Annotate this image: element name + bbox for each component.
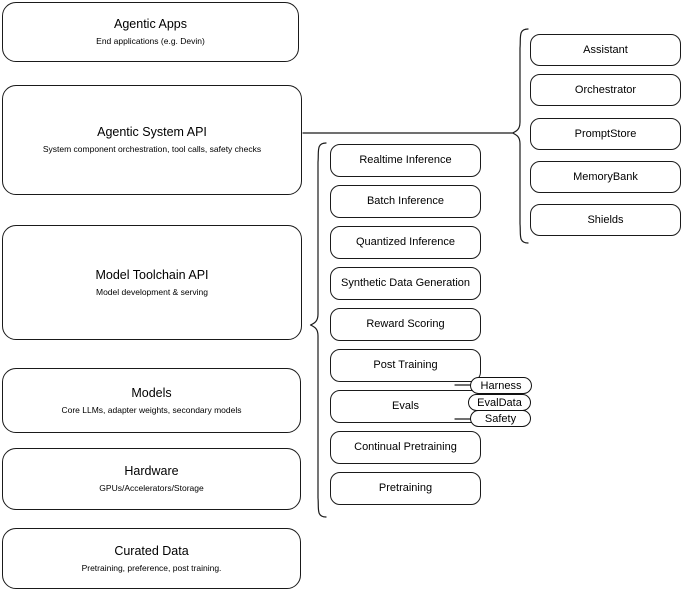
system-component-label: Orchestrator	[574, 83, 637, 96]
capability-pretraining[interactable]: Pretraining	[330, 472, 481, 505]
layer-title: Curated Data	[114, 543, 189, 558]
capability-realtime-inference[interactable]: Realtime Inference	[330, 144, 481, 177]
capability-label: Synthetic Data Generation	[340, 277, 471, 289]
eval-pill-label: EvalData	[477, 396, 522, 409]
stack-layer-models[interactable]: Models Core LLMs, adapter weights, secon…	[2, 368, 301, 433]
capability-label: Pretraining	[378, 482, 433, 494]
system-component-orchestrator[interactable]: Orchestrator	[530, 74, 681, 106]
layer-subtitle: Pretraining, preference, post training.	[81, 562, 222, 573]
capability-synthetic-data-generation[interactable]: Synthetic Data Generation	[330, 267, 481, 300]
eval-pill-safety[interactable]: Safety	[470, 410, 531, 427]
layer-title: Hardware	[124, 464, 179, 478]
capability-label: Evals	[392, 400, 419, 412]
stack-layer-agentic-apps[interactable]: Agentic Apps End applications (e.g. Devi…	[2, 2, 299, 62]
layer-title: Agentic Apps	[114, 17, 187, 31]
layer-title: Models	[131, 385, 172, 400]
right-brace	[511, 28, 529, 244]
stack-layer-curated-data[interactable]: Curated Data Pretraining, preference, po…	[2, 528, 301, 589]
capability-quantized-inference[interactable]: Quantized Inference	[330, 226, 481, 259]
system-component-assistant[interactable]: Assistant	[530, 34, 681, 66]
system-component-label: Shields	[587, 213, 624, 226]
capability-post-training[interactable]: Post Training	[330, 349, 481, 382]
layer-subtitle: Model development & serving	[96, 286, 208, 297]
system-component-memorybank[interactable]: MemoryBank	[530, 161, 681, 193]
capability-reward-scoring[interactable]: Reward Scoring	[330, 308, 481, 341]
layer-title: Agentic System API	[97, 125, 207, 139]
capability-label: Reward Scoring	[366, 318, 445, 330]
stack-layer-hardware[interactable]: Hardware GPUs/Accelerators/Storage	[2, 448, 301, 510]
eval-pill-label: Harness	[480, 379, 522, 392]
stack-layer-agentic-system-api[interactable]: Agentic System API System component orch…	[2, 85, 302, 195]
capability-label: Continual Pretraining	[354, 441, 457, 453]
stack-layer-model-toolchain-api[interactable]: Model Toolchain API Model development & …	[2, 225, 302, 340]
system-component-promptstore[interactable]: PromptStore	[530, 118, 681, 150]
eval-pill-harness[interactable]: Harness	[470, 377, 532, 394]
eval-pill-evaldata[interactable]: EvalData	[468, 394, 531, 411]
capability-label: Realtime Inference	[359, 154, 452, 166]
capability-continual-pretraining[interactable]: Continual Pretraining	[330, 431, 481, 464]
layer-subtitle: Core LLMs, adapter weights, secondary mo…	[61, 404, 242, 415]
system-component-label: MemoryBank	[573, 170, 638, 183]
layer-subtitle: System component orchestration, tool cal…	[42, 144, 262, 154]
layer-title: Model Toolchain API	[95, 267, 209, 282]
eval-pill-label: Safety	[484, 412, 517, 425]
layer-subtitle: GPUs/Accelerators/Storage	[99, 483, 204, 493]
middle-brace	[309, 142, 327, 518]
layer-subtitle: End applications (e.g. Devin)	[96, 36, 205, 46]
capability-evals[interactable]: Evals	[330, 390, 481, 423]
capability-label: Post Training	[373, 359, 438, 371]
capability-label: Quantized Inference	[355, 236, 456, 248]
system-component-label: PromptStore	[574, 127, 637, 140]
system-component-shields[interactable]: Shields	[530, 204, 681, 236]
system-component-label: Assistant	[583, 43, 628, 56]
capability-batch-inference[interactable]: Batch Inference	[330, 185, 481, 218]
capability-label: Batch Inference	[366, 195, 445, 207]
